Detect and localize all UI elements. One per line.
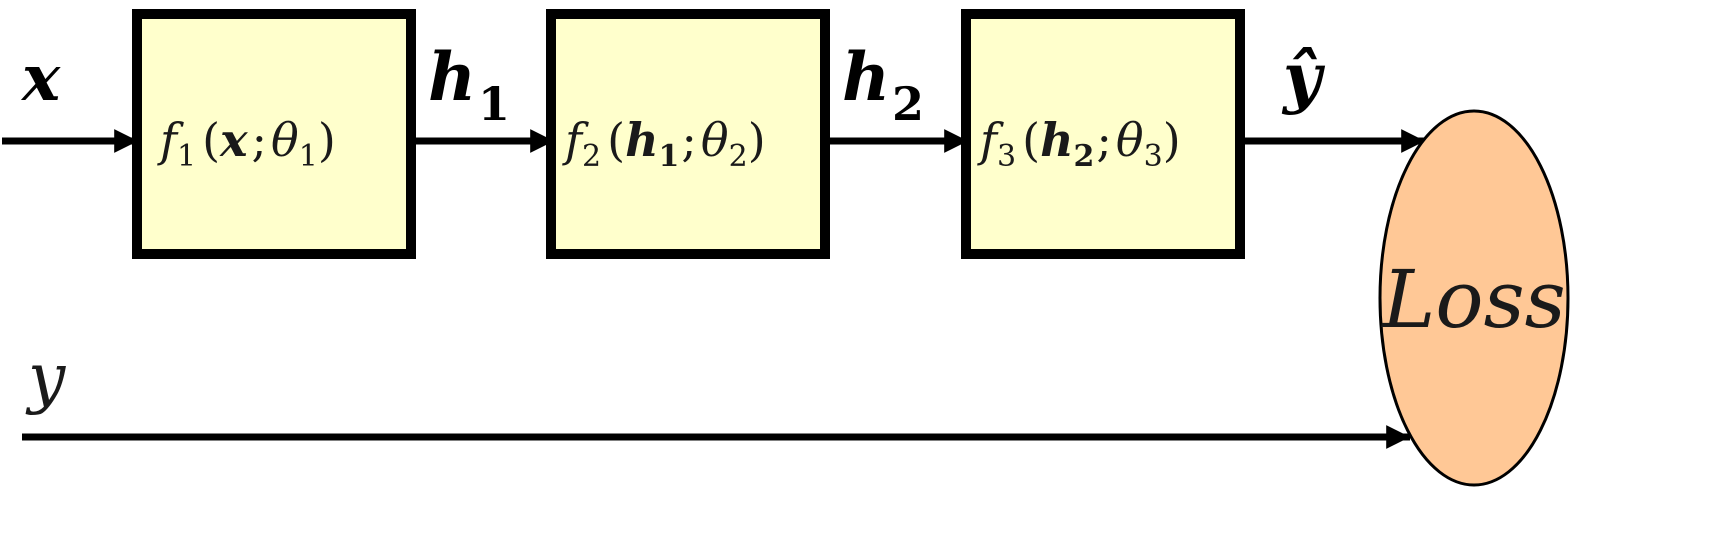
- block-f2-text: f2(h1;θ2): [562, 113, 766, 174]
- block-f1: [132, 9, 416, 259]
- h1-base: h: [428, 38, 476, 116]
- loss-node: [1378, 109, 1570, 487]
- h2-base: h: [842, 38, 890, 116]
- block-f2: [546, 9, 830, 259]
- block-f1-text: f1(x;θ1): [157, 113, 336, 174]
- h1-label: h1: [428, 38, 510, 131]
- target-y-label: y: [25, 339, 66, 416]
- h2-label: h2: [842, 38, 924, 131]
- block-f3: [961, 9, 1245, 259]
- block-f3-text: f3(h2;θ3): [977, 113, 1181, 174]
- yhat-label: ŷ: [1281, 38, 1326, 116]
- loss-label: Loss: [1380, 253, 1565, 346]
- h1-subscript: 1: [478, 77, 510, 131]
- input-x-label: x: [20, 41, 61, 116]
- h2-subscript: 2: [892, 77, 924, 131]
